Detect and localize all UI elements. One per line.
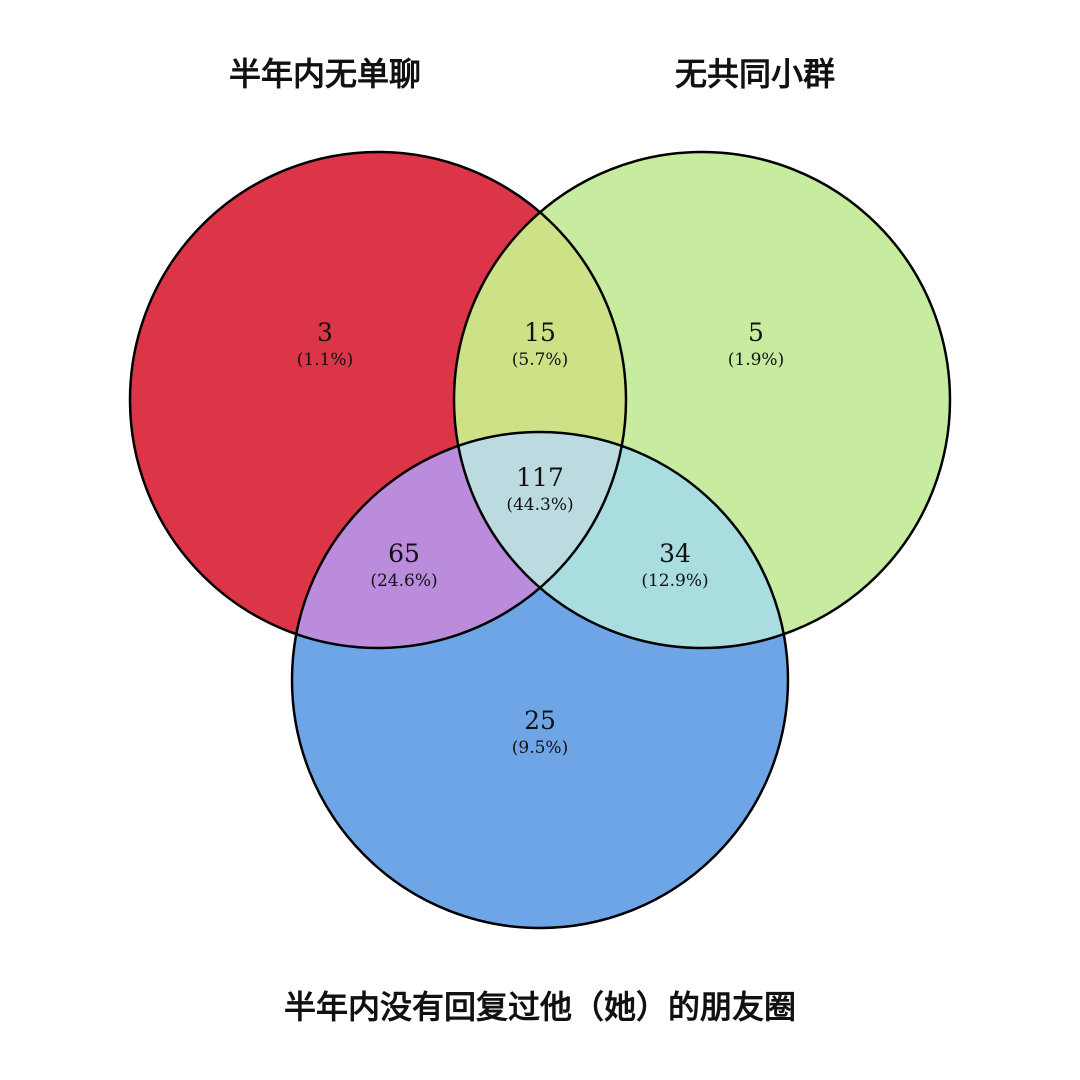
- region-percent: (9.5%): [512, 738, 568, 758]
- region-ab-only: 15 (5.7%): [512, 318, 568, 370]
- region-percent: (1.9%): [728, 350, 784, 370]
- region-percent: (5.7%): [512, 350, 568, 370]
- region-count: 65: [388, 539, 420, 568]
- region-count: 15: [524, 318, 556, 347]
- region-bc-only: 34 (12.9%): [641, 539, 708, 591]
- region-count: 34: [659, 539, 691, 568]
- set-c-label: 半年内没有回复过他（她）的朋友圈: [284, 988, 796, 1026]
- region-percent: (44.3%): [506, 495, 573, 515]
- region-b-only: 5 (1.9%): [728, 318, 784, 370]
- set-b-outline: [452, 150, 952, 650]
- region-count: 25: [524, 706, 556, 735]
- set-a-label: 半年内无单聊: [229, 55, 421, 93]
- region-ac-only: 65 (24.6%): [370, 539, 437, 591]
- region-c-only: 25 (9.5%): [512, 706, 568, 758]
- set-c-outline: [290, 430, 790, 930]
- region-abc: 117 (44.3%): [506, 463, 573, 515]
- set-a-outline: [128, 150, 628, 650]
- region-percent: (12.9%): [641, 571, 708, 591]
- region-ac-fill: [292, 432, 626, 648]
- region-a-only: 3 (1.1%): [297, 318, 353, 370]
- region-count: 3: [317, 318, 333, 347]
- region-count: 117: [516, 463, 564, 492]
- region-count: 5: [748, 318, 764, 347]
- region-percent: (24.6%): [370, 571, 437, 591]
- set-b-label: 无共同小群: [675, 55, 835, 93]
- region-percent: (1.1%): [297, 350, 353, 370]
- region-bc-fill: [454, 432, 788, 648]
